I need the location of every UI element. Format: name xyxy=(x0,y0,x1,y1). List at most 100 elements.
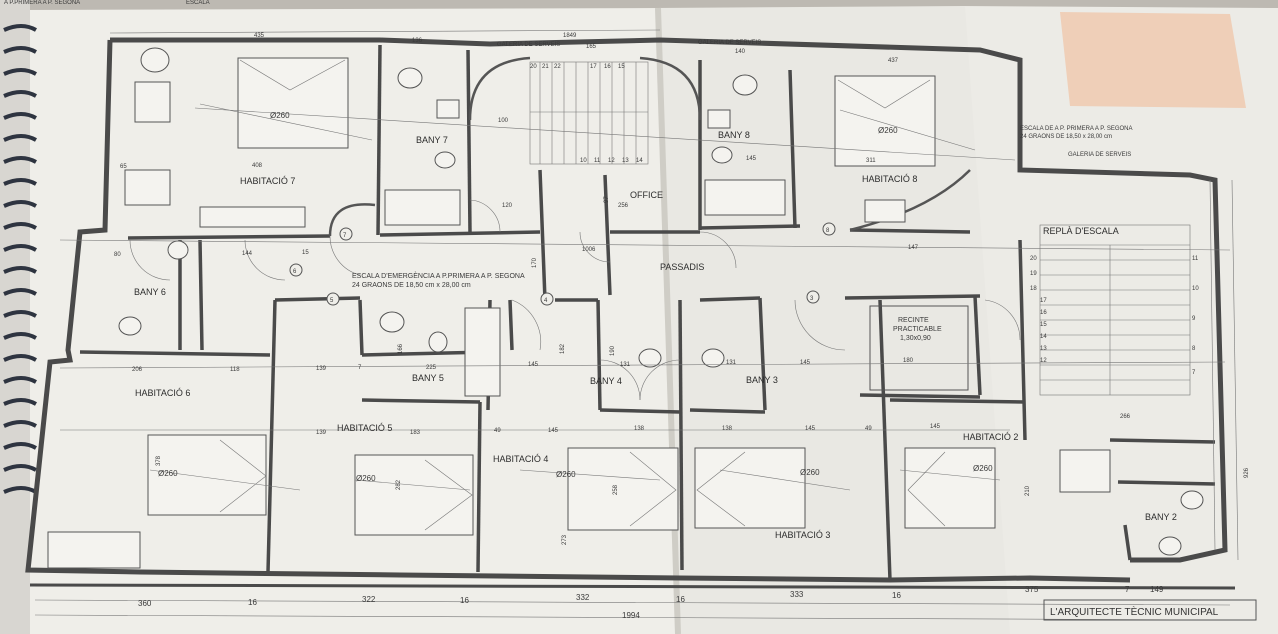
gallery-right-label: GALERIA DE SERVEIS xyxy=(698,40,761,46)
dim-bottom-7: 7 xyxy=(1125,585,1130,594)
dim-bottom-16a: 16 xyxy=(248,598,257,607)
stair-right xyxy=(1039,224,1191,396)
stair-right-step-2: 18 xyxy=(1030,286,1037,292)
dim-top-165: 165 xyxy=(586,44,597,50)
stair-left-step-5: 15 xyxy=(618,64,625,70)
dim-170: 170 xyxy=(532,257,538,268)
dim-bottom-16c: 16 xyxy=(676,595,685,604)
recinte-practicable-box xyxy=(869,305,969,391)
dim-147: 147 xyxy=(908,245,919,251)
stair-left-step-3: 17 xyxy=(590,64,597,70)
note-recinte-line1: RECINTE xyxy=(898,317,929,324)
dim-144: 144 xyxy=(242,251,253,257)
gallery-left-label: GALERIA DE SERVEIS xyxy=(497,42,560,48)
bed-diameter-label-7: Ø260 xyxy=(973,464,993,473)
room-bany-8: BANY 8 xyxy=(718,130,750,140)
note-recinte-line2: PRACTICABLE xyxy=(893,326,942,333)
right-paper-page xyxy=(655,6,1010,634)
room-passadis: PASSADIS xyxy=(660,262,704,272)
room-office: OFFICE xyxy=(630,190,663,200)
note-recinte-line3: 1,30x0,90 xyxy=(900,335,931,342)
dim-145d: 145 xyxy=(548,428,559,434)
bed-diameter-label-1: Ø260 xyxy=(270,111,290,120)
marker-5: 5 xyxy=(330,298,334,304)
stair-right-step-0: 20 xyxy=(1030,256,1037,262)
dim-145c: 145 xyxy=(800,360,811,366)
dim-top-1849: 1849 xyxy=(563,33,577,39)
stair-right-step-7: 13 xyxy=(1040,346,1047,352)
dim-100: 100 xyxy=(498,118,509,124)
dim-1006: 1006 xyxy=(582,247,596,253)
dim-15: 15 xyxy=(302,250,309,256)
dim-145e: 145 xyxy=(805,426,816,432)
note-escala-line2: 24 GRAONS DE 18,50 cm x 28,00 cm xyxy=(352,282,471,289)
header-top-escala: ESCALA xyxy=(186,0,210,6)
gallery-far-right-label: GALERIA DE SERVEIS xyxy=(1068,152,1131,158)
stair-right-step-3: 17 xyxy=(1040,298,1047,304)
stamp-box xyxy=(1043,599,1257,621)
dim-118: 118 xyxy=(230,367,240,373)
marker-7: 7 xyxy=(343,233,347,239)
dim-139b: 139 xyxy=(316,430,327,436)
dim-273: 273 xyxy=(562,534,568,545)
stair-right-step-10: 10 xyxy=(1192,286,1199,292)
note-right-escala-line1: ESCALA DE A P. PRIMERA A P. SEGONA xyxy=(1020,126,1133,132)
stair-left-step-10: 14 xyxy=(636,158,643,164)
stair-right-step-5: 15 xyxy=(1040,322,1047,328)
room-habitacio-4: HABITACIÓ 4 xyxy=(493,454,548,464)
bed-diameter-label-6: Ø260 xyxy=(800,468,820,477)
stair-left-step-7: 11 xyxy=(594,158,601,164)
dim-bottom-16b: 16 xyxy=(460,596,469,605)
door-swings xyxy=(129,199,1021,401)
dim-bottom-333: 333 xyxy=(790,590,804,599)
stair-left-step-8: 12 xyxy=(608,158,615,164)
stair-right-step-11: 9 xyxy=(1192,316,1196,322)
stair-left-step-6: 10 xyxy=(580,158,587,164)
room-habitacio-3: HABITACIÓ 3 xyxy=(775,530,830,540)
spiral-binding xyxy=(0,0,37,634)
dim-183: 183 xyxy=(410,430,421,436)
stair-right-step-8: 12 xyxy=(1040,358,1047,364)
dim-bottom-360: 360 xyxy=(138,599,152,608)
dim-180: 180 xyxy=(903,358,914,364)
room-habitacio-2: HABITACIÓ 2 xyxy=(963,432,1018,442)
bed-diameter-label-2: Ø260 xyxy=(878,126,898,135)
marker-3: 3 xyxy=(810,296,814,302)
room-habitacio-6: HABITACIÓ 6 xyxy=(135,388,190,398)
furniture-beds xyxy=(147,57,996,536)
dim-225: 225 xyxy=(426,365,437,371)
dim-138a: 138 xyxy=(634,426,645,432)
dim-258: 258 xyxy=(613,484,619,495)
header-top-left: A P.PRIMERA A P. SEGONA xyxy=(4,0,80,6)
stair-left-step-2: 22 xyxy=(554,64,561,70)
stair-right-step-9: 11 xyxy=(1192,256,1199,262)
interior-walls xyxy=(79,44,1216,581)
dim-total-1994: 1994 xyxy=(622,611,640,620)
dim-266: 266 xyxy=(1120,414,1131,420)
dim-408: 408 xyxy=(252,163,263,169)
room-bany-5: BANY 5 xyxy=(412,373,444,383)
marker-6: 6 xyxy=(293,269,297,275)
room-habitacio-5: HABITACIÓ 5 xyxy=(337,423,392,433)
stair-left-step-1: 21 xyxy=(542,64,549,70)
dim-182: 182 xyxy=(560,343,566,354)
dim-bottom-149: 149 xyxy=(1150,585,1164,594)
stair-right-step-13: 7 xyxy=(1192,370,1196,376)
dim-bottom-322: 322 xyxy=(362,595,376,604)
dim-206: 206 xyxy=(132,367,143,373)
stair-left-step-4: 16 xyxy=(604,64,611,70)
dim-145b: 145 xyxy=(528,362,539,368)
stair-left-step-9: 13 xyxy=(622,158,629,164)
dim-166: 166 xyxy=(398,343,404,354)
room-habitacio-7: HABITACIÓ 7 xyxy=(240,176,295,186)
dim-145a: 145 xyxy=(746,156,757,162)
room-bany-6: BANY 6 xyxy=(134,287,166,297)
dim-139a: 139 xyxy=(316,366,327,372)
note-right-escala-line2: 24 GRAONS DE 18,50 x 28,00 cm xyxy=(1020,134,1112,140)
stair-right-step-6: 14 xyxy=(1040,334,1047,340)
dim-131a: 131 xyxy=(620,362,631,368)
bed-covers xyxy=(219,59,946,531)
marker-4: 4 xyxy=(544,298,548,304)
bed-diameter-label-3: Ø260 xyxy=(158,469,178,478)
